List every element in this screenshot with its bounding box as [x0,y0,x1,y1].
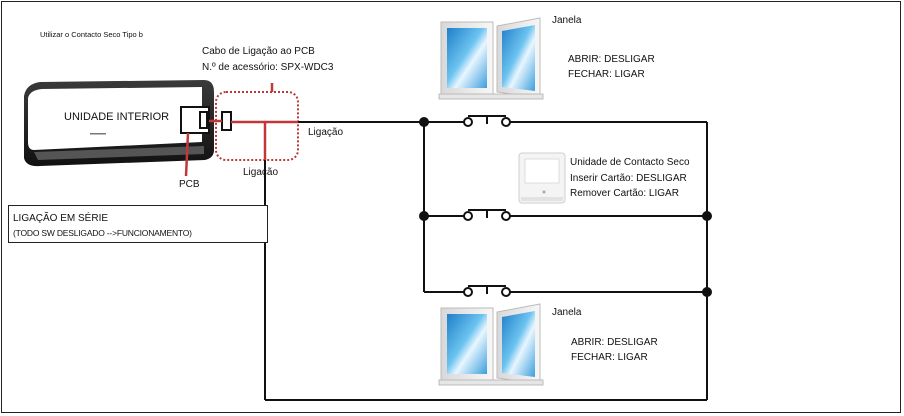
cable-connector [221,111,232,131]
junction-dots [419,117,712,297]
cable-title: Cabo de Ligação ao PCB [202,46,315,57]
window-icon [438,303,544,386]
window-top-open: ABRIR: DESLIGAR [568,54,655,65]
connection-label-right: Ligação [308,127,344,138]
switch-window-top [463,115,511,127]
window-bottom-close: FECHAR: LIGAR [571,352,648,363]
window-icon [438,17,544,100]
indoor-unit-label: UNIDADE INTERIOR [64,111,170,123]
dry-contact-title: Unidade de Contacto Seco [570,157,690,168]
wiring [264,121,708,401]
dry-contact-remove: Remover Cartão: LIGAR [570,188,679,199]
header-note: Utilizar o Contacto Seco Tipo b [40,30,143,39]
series-connection-box: LIGAÇÃO EM SÉRIE (TODO SW DESLIGADO -->F… [8,205,268,243]
cable-accessory: N.º de acessório: SPX-WDC3 [202,62,334,73]
cable-lines [184,83,298,177]
switch-window-bottom [463,285,511,297]
window-bottom-title: Janela [552,307,582,318]
pcb-terminal [199,111,208,129]
dry-contact-unit-icon [518,152,566,204]
pcb-label: PCB [179,179,200,190]
series-title: LIGAÇÃO EM SÉRIE [13,213,109,224]
switch-dry-contact [463,209,511,221]
indoor-unit-icon [24,80,214,167]
window-top-close: FECHAR: LIGAR [568,69,645,80]
connection-label-bottom: Ligação [243,167,279,178]
cable-outline [215,91,299,161]
series-note: (TODO SW DESLIGADO -->FUNCIONAMENTO) [13,228,192,238]
window-top-title: Janela [552,15,582,26]
window-bottom-open: ABRIR: DESLIGAR [571,337,658,348]
dry-contact-insert: Inserir Cartão: DESLIGAR [570,173,687,184]
